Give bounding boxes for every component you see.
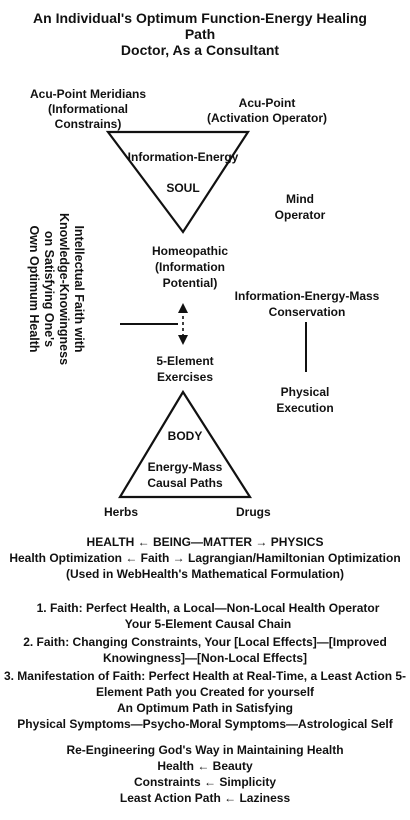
intellectual-faith-line-4: Own Optimum Health [27, 225, 41, 353]
herbs-label: Herbs [104, 505, 139, 519]
conservation-line-2: Conservation [268, 305, 346, 319]
item-2-line-2: Knowingness]—[Non-Local Effects] [102, 651, 308, 665]
mind-operator-line-1: Mind [286, 192, 314, 206]
acu-point-meridians-line-3: Constrains) [54, 117, 122, 131]
arrow-up-icon [178, 303, 188, 313]
item-3-line-4: Physical Symptoms—Psycho-Moral Symptoms—… [17, 717, 393, 731]
physical-execution-line-1: Physical [280, 385, 330, 399]
body-label: BODY [167, 429, 203, 443]
item-2-line-1: 2. Faith: Changing Constraints, Your [Lo… [23, 635, 387, 649]
intellectual-faith-line-1: Intellectual Faith with [72, 225, 86, 353]
soul-top-label: Information-Energy [127, 150, 239, 164]
mind-operator-line-2: Operator [274, 208, 326, 222]
reengineering-line-4: Least Action Path ← Laziness [119, 791, 291, 805]
reengineering-line-2: Health ← Beauty [157, 759, 253, 773]
intellectual-faith-line-3: on Satisfying One's [42, 230, 56, 348]
drugs-label: Drugs [236, 505, 271, 519]
acu-point-line-2: (Activation Operator) [206, 111, 328, 125]
item-3-line-1: 3. Manifestation of Faith: Perfect Healt… [3, 669, 407, 683]
item-3-line-3: An Optimum Path in Satisfying [116, 701, 294, 715]
body-bottom-line-2: Causal Paths [147, 476, 223, 490]
acu-point-meridians-line-2: (Informational [48, 102, 128, 116]
conservation-line-1: Information-Energy-Mass [234, 289, 380, 303]
soul-triangle [105, 130, 251, 234]
title-line-1: An Individual's Optimum Function-Energy … [33, 10, 367, 26]
intellectual-faith-line-2: Knowledge-Knowingness [57, 212, 71, 366]
homeopathic-line-1: Homeopathic [151, 244, 229, 258]
acu-point-meridians-line-1: Acu-Point Meridians [29, 87, 147, 101]
homeopathic-line-2: (Information [155, 260, 225, 274]
soul-label: SOUL [166, 181, 200, 195]
used-line: (Used in WebHealth's Mathematical Formul… [65, 567, 345, 581]
physical-execution-line-2: Execution [276, 401, 334, 415]
acu-point-line-1: Acu-Point [238, 96, 296, 110]
body-bottom-line-1: Energy-Mass [147, 460, 223, 474]
item-1-line-2: Your 5-Element Causal Chain [124, 617, 292, 631]
title-line-2: Path [184, 26, 216, 42]
item-3-line-2: Element Path you Created for yourself [95, 685, 315, 699]
title-line-3: Doctor, As a Consultant [120, 42, 280, 58]
optimization-line: Health Optimization ← Faith → Lagrangian… [9, 551, 401, 565]
item-1-line-1: 1. Faith: Perfect Health, a Local—Non-Lo… [36, 601, 380, 615]
health-line: HEALTH ← BEING—MATTER → PHYSICS [86, 535, 324, 549]
intellectual-faith-text: Intellectual Faith with Knowledge-Knowin… [24, 194, 86, 384]
arrow-down-icon [178, 335, 188, 345]
five-element-line-1: 5-Element [156, 354, 214, 368]
five-element-line-2: Exercises [156, 370, 214, 384]
diagram-canvas [105, 130, 307, 499]
body-triangle [118, 389, 253, 499]
reengineering-line-1: Re-Engineering God's Way in Maintaining … [66, 743, 344, 757]
reengineering-line-3: Constraints ← Simplicity [133, 775, 277, 789]
homeopathic-line-3: Potential) [162, 276, 218, 290]
